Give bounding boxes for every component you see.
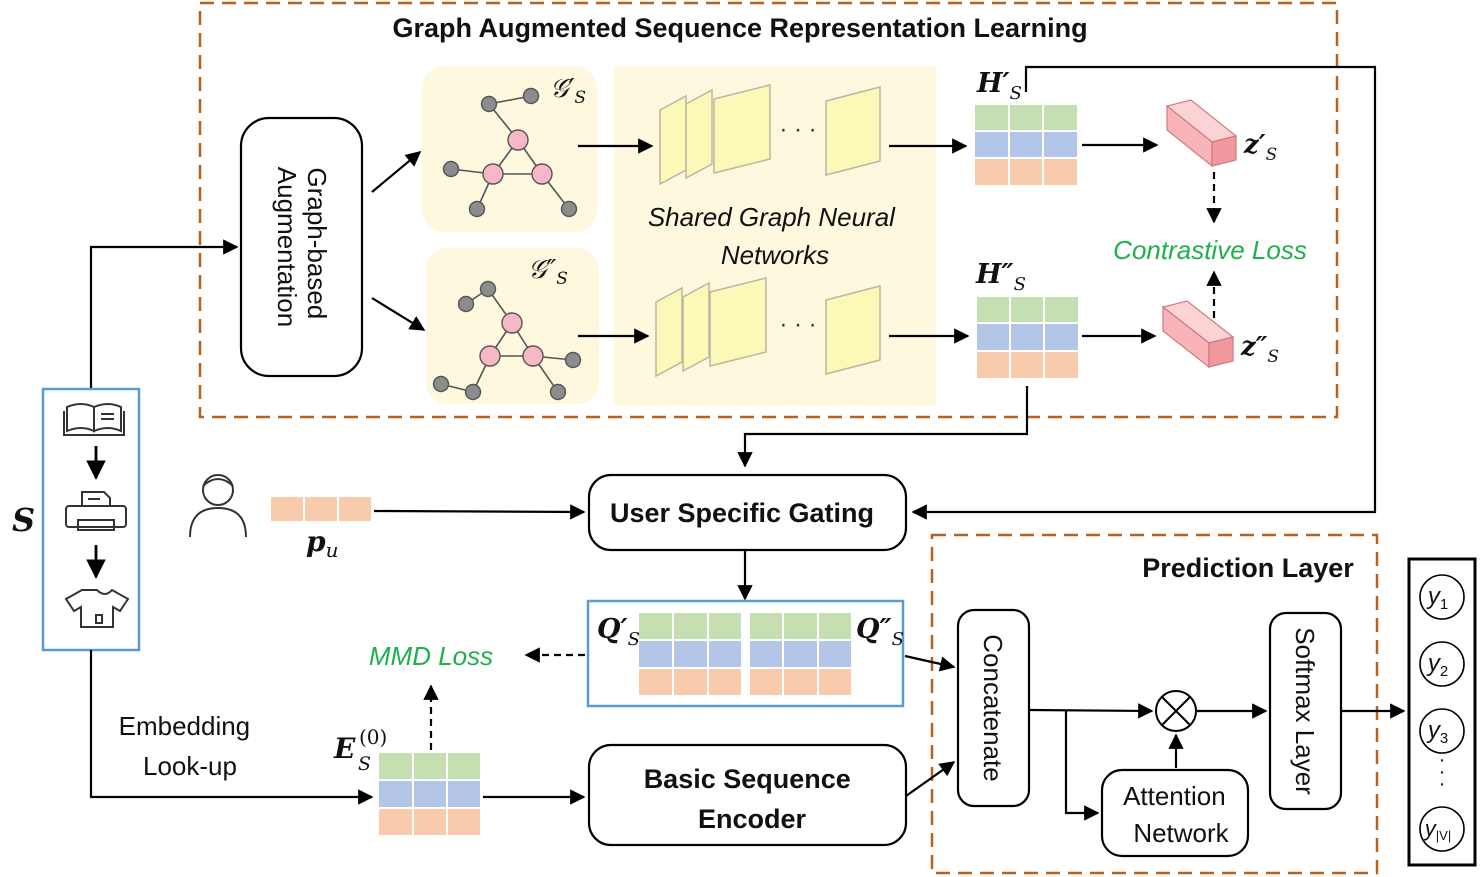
arrow-encoder-to-concat [905, 761, 956, 797]
graph-augmentation-label: Graph-based Augmentation [272, 167, 332, 327]
multiply-icon [1155, 690, 1197, 732]
graph-augmentation-box [239, 116, 364, 378]
arrow-q-to-concat [904, 654, 956, 672]
concatenate-box [956, 608, 1031, 808]
softmax-layer-label: Softmax Layer [1290, 627, 1320, 795]
arrow-h-prime-loop [911, 65, 1377, 520]
g-dprime-label: 𝒢″S [528, 255, 568, 289]
q-dprime-label: Q″S [856, 614, 904, 650]
s-label: S [12, 501, 35, 539]
q-prime-label: Q′S [597, 614, 640, 650]
pu-label: pu [306, 525, 338, 562]
contrastive-loss-label: Contrastive Loss [1113, 235, 1307, 265]
z-prime-prism [1165, 99, 1238, 168]
arrow-s-to-augmentation [89, 239, 239, 388]
output-y2: y2 [1426, 650, 1448, 680]
arrow-h-dprime-to-gating [737, 386, 1029, 468]
user-specific-gating-label: User Specific Gating [610, 498, 874, 528]
user-icon [189, 474, 247, 538]
h-prime-matrix [973, 103, 1079, 187]
basic-sequence-encoder-label: Basic Sequence Encoder [644, 764, 859, 834]
tshirt-icon [64, 588, 130, 628]
graph-augmented-region [198, 1, 1339, 419]
arrow-concat-to-multiply [1029, 703, 1154, 719]
h-prime-label: H′S [976, 68, 1022, 104]
graph-panel-top [422, 66, 597, 232]
g-prime-label: 𝒢′S [550, 74, 586, 108]
e-matrix [377, 751, 482, 837]
arrow-aug-to-g-dprime [371, 297, 426, 331]
attention-network-box [1100, 768, 1250, 858]
printer-icon [65, 491, 127, 531]
output-yv: y|V| [1423, 816, 1451, 843]
arrow-s-to-embedding [89, 650, 374, 805]
output-y1: y1 [1426, 583, 1448, 613]
attention-network-label: Attention Network [1123, 781, 1233, 848]
e-superscript: (0) [359, 725, 387, 749]
prediction-layer-region [930, 533, 1379, 875]
gnn-layers-bottom [655, 277, 881, 378]
output-nodes [1419, 574, 1465, 852]
q-prime-matrix [637, 611, 743, 697]
gnn-dots-top: · · · [779, 116, 816, 143]
e-subscript: S [358, 753, 371, 775]
embedding-label: Embedding Look-up [119, 711, 258, 781]
prediction-layer-title: Prediction Layer [1142, 553, 1354, 583]
region-title: Graph Augmented Sequence Representation … [392, 13, 1087, 43]
h-dprime-matrix [975, 295, 1080, 380]
output-dots: ··· [1439, 749, 1446, 795]
q-dprime-matrix [748, 611, 853, 697]
z-dprime-label: z″S [1240, 332, 1279, 367]
e-label: E [333, 732, 356, 765]
z-dprime-prism [1161, 300, 1235, 369]
z-prime-label: z′S [1243, 130, 1277, 165]
softmax-layer-box [1268, 611, 1343, 811]
pu-vector [269, 495, 373, 523]
gnn-layers-top [659, 84, 881, 186]
concatenate-label: Concatenate [978, 634, 1008, 781]
arrow-pu-to-gating [373, 504, 586, 520]
gnn-label: Shared Graph Neural Networks [648, 202, 902, 270]
arrow-aug-to-g-prime [371, 151, 422, 193]
arrow-concat-to-attention [1064, 711, 1100, 821]
user-specific-gating-box [587, 473, 908, 552]
gnn-dots-bottom: · · · [779, 311, 816, 338]
book-icon [63, 403, 125, 436]
output-y3: y3 [1426, 717, 1448, 747]
mmd-loss-label: MMD Loss [369, 641, 493, 671]
h-dprime-label: H″S [975, 259, 1026, 295]
